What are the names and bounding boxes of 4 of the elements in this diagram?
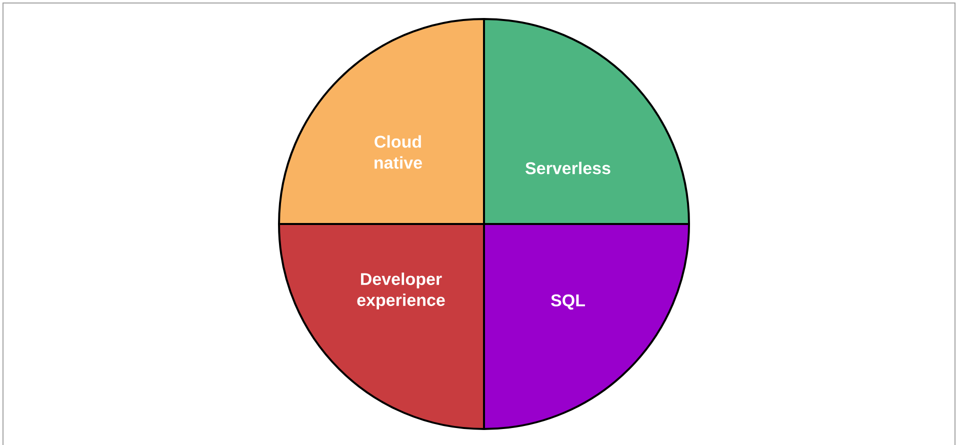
pie-quadrant: Developer experience [278, 223, 485, 430]
pie-quadrant: Cloud native [278, 18, 485, 225]
pie-quadrant: SQL [483, 223, 690, 430]
pie-quadrant: Serverless [483, 18, 690, 225]
